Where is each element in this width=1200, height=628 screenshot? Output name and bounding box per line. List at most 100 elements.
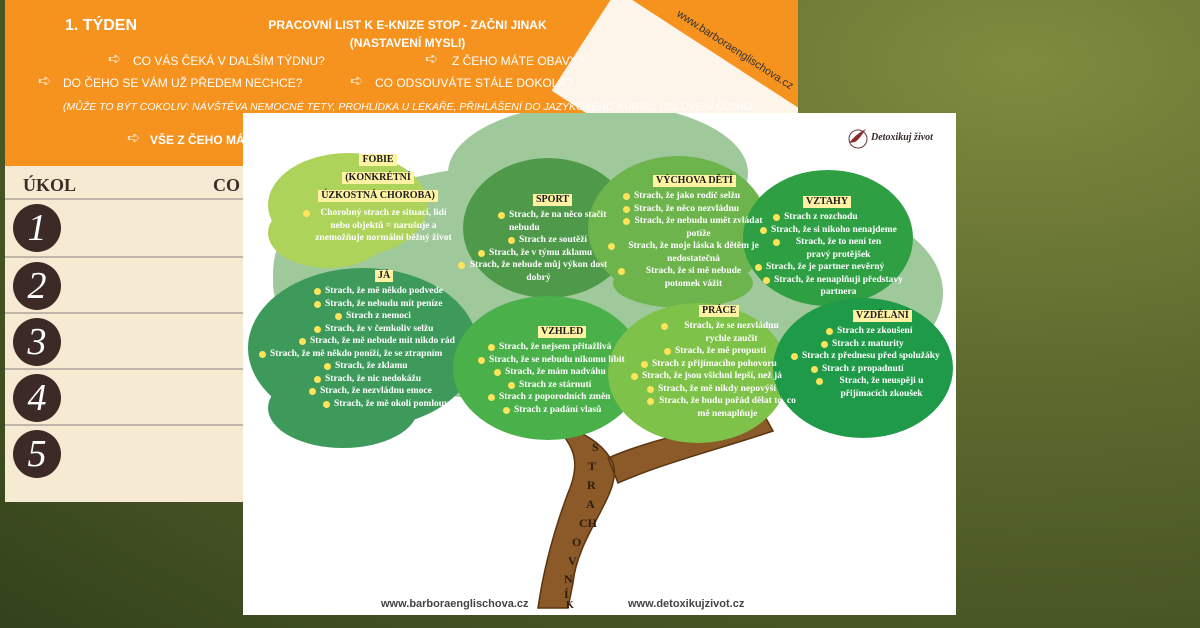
- bullet-dot: [508, 381, 515, 389]
- bullet-dot: [618, 268, 625, 275]
- fear-item: Strach, že mě nebude mít nikdo rád: [299, 335, 479, 348]
- group-ja: JÁ Strach, že mě někdo podvede Strach, ž…: [259, 265, 479, 410]
- leaf-cluster-prace: [608, 303, 788, 443]
- bullet-dot: [478, 249, 485, 257]
- bullet-dot: [647, 385, 654, 393]
- all-heading: VŠE Z ČEHO MÁ: [150, 133, 245, 147]
- trunk-letter: T: [588, 459, 597, 473]
- fear-item: Strach z rozchodu: [773, 211, 915, 224]
- leaf-cluster-vztahy: [743, 170, 913, 306]
- fear-item: Strach, že se nezvládnu rychle zaučit: [661, 320, 791, 345]
- group-title: JÁ: [375, 270, 394, 282]
- bullet-dot: [488, 344, 495, 351]
- row-number: 1: [13, 204, 61, 252]
- leaf-cluster-fobie: [268, 153, 428, 268]
- fear-item: Strach, že si mě nebude potomek vážit: [618, 265, 758, 290]
- fear-item: Strach, že mě někdo poníží, že se ztrapn…: [259, 348, 479, 361]
- bird-logo-icon: [848, 129, 868, 149]
- fear-item: Strach, že mě okolí pomlouvá: [323, 398, 479, 411]
- trunk-letter: Í: [564, 587, 569, 601]
- group-title: VZDĚLÁNÍ: [853, 310, 912, 322]
- footer-url-right: www.detoxikujzivot.cz: [628, 598, 745, 610]
- bullet-dot: [494, 369, 501, 376]
- bullet-dot: [773, 239, 780, 246]
- trunk-letter: CH: [579, 516, 597, 530]
- arrow-icon: ➪: [108, 51, 122, 68]
- brand-name: Detoxikuj život: [871, 132, 933, 143]
- trunk-letter: A: [586, 497, 595, 511]
- bullet-dot: [664, 348, 671, 355]
- fear-item: Strach, že v týmu zklamu: [478, 247, 608, 260]
- group-title: VZTAHY: [803, 196, 852, 208]
- fear-item: Strach z propadnutí: [811, 363, 951, 376]
- leaf-cluster-vzdelani: [773, 298, 953, 438]
- bullet-dot: [641, 360, 648, 368]
- bullet-dot: [791, 353, 798, 360]
- fear-item: Strach, že jsou všichni lepší, než já: [631, 370, 801, 383]
- fear-item: Strach ze soutěží: [508, 234, 608, 247]
- fear-item: Strach, že nebudu umět zvládat potíže: [623, 215, 763, 240]
- worksheet-note: (MŮŽE TO BÝT COKOLIV: NÁVŠTĚVA NEMOCNÉ T…: [63, 101, 752, 113]
- bullet-dot: [647, 398, 654, 405]
- fear-item: Chorobný strach ze situací, lidí nebo ob…: [303, 207, 453, 245]
- bullet-dot: [309, 388, 316, 395]
- arrow-icon: ➪: [425, 51, 439, 68]
- footer-url-left: www.barboraenglischova.cz: [381, 598, 529, 610]
- row-number: 4: [13, 374, 61, 422]
- bullet-dot: [324, 363, 331, 370]
- trunk-letter: V: [568, 554, 577, 568]
- bullet-dot: [314, 288, 321, 295]
- bullet-dot: [314, 325, 321, 333]
- arrow-icon: ➪: [38, 73, 52, 90]
- group-title: SPORT: [533, 194, 572, 206]
- bullet-dot: [623, 193, 630, 200]
- fear-item: Strach ze stárnutí: [508, 379, 648, 392]
- group-vychova: VÝCHOVA DĚTÍ Strach, že jako rodič selžu…: [608, 170, 778, 290]
- bullet-dot: [608, 243, 615, 250]
- bullet-dot: [623, 205, 630, 213]
- worksheet-subtitle: (NASTAVENÍ MYSLI): [349, 36, 466, 50]
- bullet-dot: [821, 340, 828, 348]
- trunk-letter: R: [587, 478, 596, 492]
- bullet-dot: [811, 365, 818, 373]
- bullet-dot: [299, 338, 306, 345]
- bullet-dot: [755, 264, 762, 271]
- arrow-icon: ➪: [127, 130, 141, 147]
- question-item: CO VÁS ČEKÁ V DALŠÍM TÝDNU?: [133, 54, 325, 68]
- fear-item: Strach, že něco nezvládnu: [623, 203, 778, 216]
- bullet-dot: [623, 218, 630, 225]
- group-vzdelani: VZDĚLÁNÍ Strach ze zkoušení Strach z mat…: [791, 305, 951, 400]
- fear-item: Strach z maturity: [821, 338, 951, 351]
- fear-item: Strach z padání vlasů: [503, 404, 648, 417]
- question-item: CO ODSOUVÁTE STÁLE DOKOLA?: [375, 76, 574, 90]
- group-title-line: ÚZKOSTNÁ CHOROBA): [318, 190, 438, 202]
- bullet-dot: [335, 313, 342, 320]
- bullet-dot: [826, 328, 833, 335]
- fear-tree-card: Detoxikuj život www.barboraenglischova.c…: [243, 113, 956, 615]
- trunk-letter: O: [572, 535, 582, 549]
- group-title: VZHLED: [538, 326, 587, 338]
- fear-item: Strach, že nezvládnu emoce: [309, 385, 479, 398]
- fear-item: Strach, že v čemkoliv selžu: [314, 323, 479, 336]
- arrow-icon: ➪: [350, 73, 364, 90]
- trunk-letter: N: [564, 572, 573, 586]
- fear-item: Strach, že se nebudu nikomu líbit: [478, 354, 648, 367]
- leaf-cluster-sport: [463, 158, 633, 298]
- fear-item: Strach z přijímacího pohovoru: [641, 358, 801, 371]
- fear-item: Strach, že na něco stačit nebudu: [498, 209, 618, 234]
- fear-item: Strach, že nejsem přitažlivá: [488, 341, 648, 354]
- trunk-letter: K: [566, 600, 574, 611]
- bullet-dot: [661, 323, 668, 330]
- fear-item: Strach, že budu pořád dělat to, co mě ne…: [647, 395, 797, 420]
- bullet-dot: [488, 394, 495, 401]
- fear-item: Strach, že mě někdo podvede: [314, 285, 479, 298]
- group-title: PRÁCE: [699, 305, 740, 317]
- leaf-cluster-ja: [248, 268, 478, 448]
- bullet-dot: [503, 406, 510, 414]
- fear-item: Strach, že neuspěji u přijímacích zkouše…: [816, 375, 936, 400]
- bullet-dot: [303, 210, 310, 217]
- column-header-task: ÚKOL: [23, 175, 77, 195]
- bullet-dot: [631, 373, 638, 380]
- group-title-line: FOBIE: [359, 154, 397, 166]
- group-prace: PRÁCE Strach, že se nezvládnu rychle zau…: [631, 300, 801, 420]
